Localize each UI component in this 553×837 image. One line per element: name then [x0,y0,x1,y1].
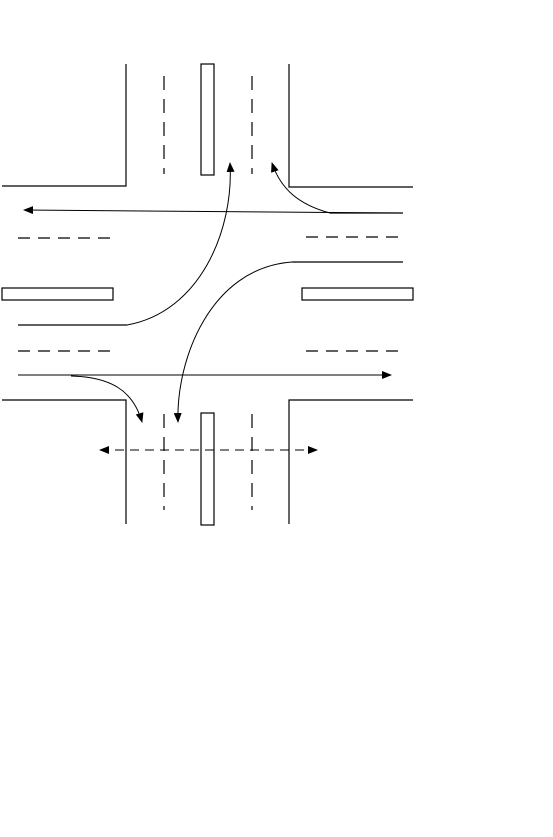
median-east [301,287,414,301]
lane-lines [18,212,403,326]
curb-lines [2,64,413,524]
arrow-right-turn-to-north [271,162,331,214]
arrow-through-westbound [23,206,404,215]
arrow-right-turn-to-south [70,375,144,423]
median-north [200,63,215,176]
curb-southeast [288,399,413,524]
median-south [200,412,215,526]
curb-southwest [2,399,127,524]
movement-arrows [18,162,404,454]
median-west [1,287,114,301]
lane-markings [18,76,402,510]
median-islands [1,63,414,526]
arrow-left-turn-to-north [126,162,235,326]
curb-northeast [288,64,413,188]
arrow-left-turn-to-south [173,261,293,423]
curb-northwest [2,64,127,187]
